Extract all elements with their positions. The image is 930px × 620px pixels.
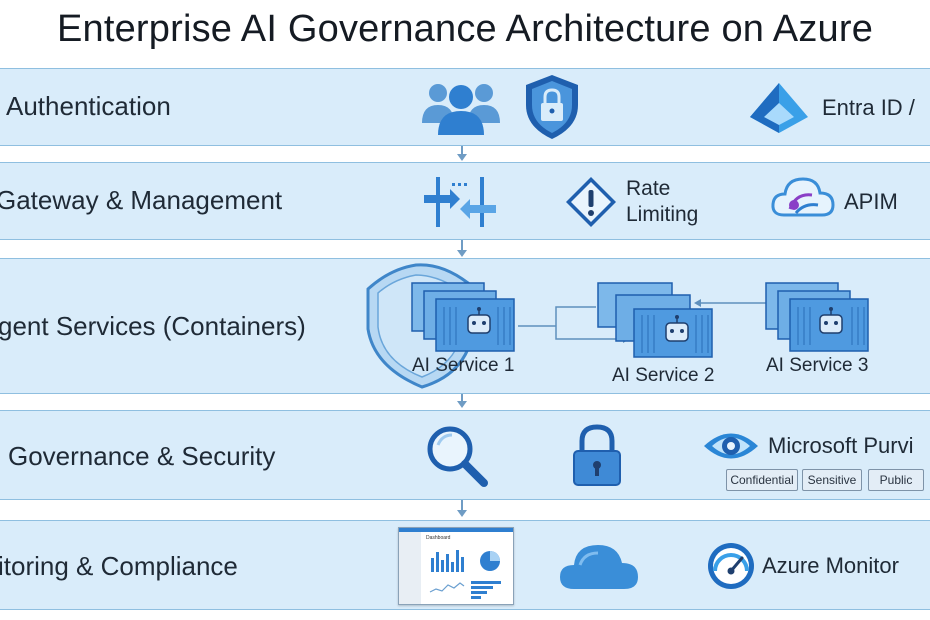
search-icon — [427, 426, 488, 487]
diagram-title: Enterprise AI Governance Architecture on… — [56, 8, 874, 50]
ai-service-3-label: AI Service 3 — [766, 355, 869, 376]
layer-label: Governance & Security — [8, 441, 276, 471]
dashboard-thumbnail: Dashboard — [398, 527, 514, 605]
azure-monitor-icon — [708, 543, 754, 589]
gateway-icon — [424, 177, 496, 227]
apim-icon — [771, 177, 835, 217]
ai-service-1-label: AI Service 1 — [412, 355, 515, 376]
ai-service-3-containers — [765, 282, 869, 352]
ai-service-2-label: AI Service 2 — [612, 365, 715, 386]
layer-authentication: Authentication Entra ID / — [0, 68, 930, 146]
sensitivity-tag-sensitive: Sensitive — [802, 469, 862, 491]
layer-label: itoring & Compliance — [0, 551, 238, 581]
rate-limiting-label-line2: Limiting — [626, 203, 699, 226]
dashboard-pie-chart — [480, 551, 500, 571]
purview-icon — [704, 433, 758, 459]
rate-limiting-label-line1: Rate — [626, 177, 671, 200]
padlock-icon — [573, 424, 621, 486]
entra-id-label: Entra ID / — [822, 95, 915, 120]
ai-service-2-containers — [597, 282, 713, 358]
ai-service-1-containers — [411, 282, 515, 352]
sensitivity-tag-public: Public — [868, 469, 924, 491]
purview-label: Microsoft Purvi — [768, 433, 914, 458]
shield-lock-icon — [526, 75, 578, 139]
layer-label: Authentication — [6, 91, 171, 121]
layer-label: gent Services (Containers) — [0, 311, 306, 341]
layer-agent-services: gent Services (Containers) AI Service 1 — [0, 258, 930, 394]
warning-icon — [566, 177, 616, 227]
layer-monitoring: itoring & Compliance Dashboard — [0, 520, 930, 610]
dashboard-hbar-chart — [471, 581, 501, 599]
apim-label: APIM — [844, 189, 898, 214]
layer-label: Gateway & Management — [0, 185, 283, 215]
azure-monitor-label: Azure Monitor — [762, 553, 899, 578]
entra-id-icon — [750, 83, 808, 133]
users-icon — [422, 84, 500, 135]
layer-gateway: Gateway & Management Rate Limiting APIM — [0, 162, 930, 240]
sensitivity-tag-confidential: Confidential — [726, 469, 798, 491]
dashboard-line-chart — [429, 582, 465, 593]
cloud-icon — [560, 545, 638, 589]
dashboard-title: Dashboard — [426, 535, 451, 541]
dashboard-bar-chart — [431, 550, 464, 572]
layer-governance: Governance & Security Microsoft Purvi — [0, 410, 930, 500]
